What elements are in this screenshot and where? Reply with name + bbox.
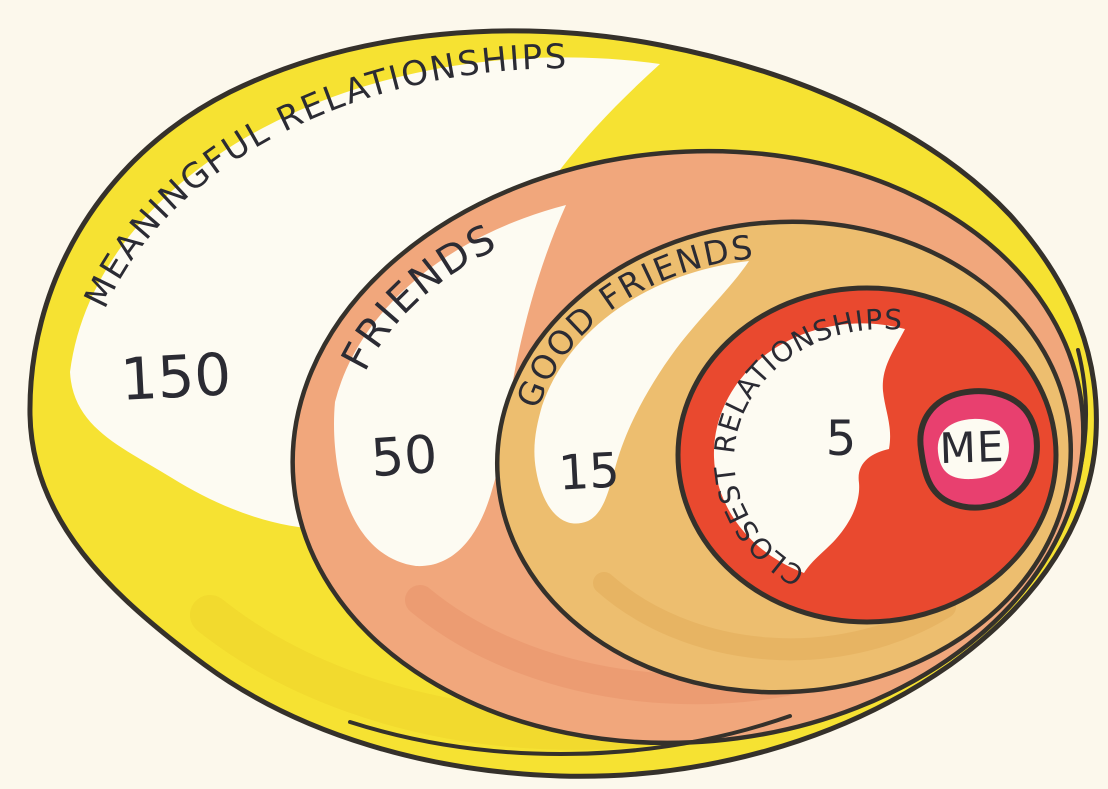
label-me: ME	[939, 422, 1005, 473]
paper-pocket-ring2	[334, 205, 566, 567]
paper-pocket-ring4	[713, 323, 905, 573]
paper-pocket-ring3	[534, 261, 749, 524]
value-good-friends: 15	[557, 442, 621, 501]
value-friends: 50	[369, 425, 439, 489]
paper-pocket-me	[937, 418, 1009, 480]
outer-outline-overstroke-bottom	[348, 714, 792, 756]
value-meaningful-relationships: 150	[119, 340, 233, 414]
value-closest-relationships: 5	[826, 411, 857, 467]
outer-outline-overstroke-right	[1076, 348, 1088, 472]
tan-marker-texture	[593, 572, 956, 661]
